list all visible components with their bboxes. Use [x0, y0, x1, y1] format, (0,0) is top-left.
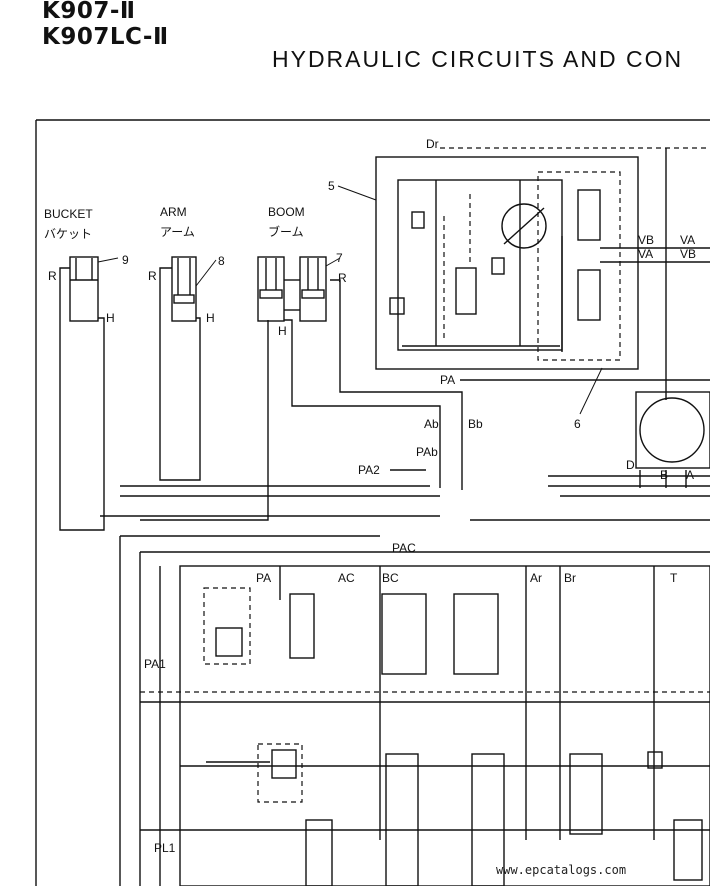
- ar-label: Ar: [530, 571, 542, 585]
- arm-label-jp: アーム: [160, 225, 195, 239]
- arm-cylinder: [171, 256, 217, 322]
- callout-6: 6: [574, 417, 581, 431]
- ab-label: Ab: [424, 417, 439, 431]
- bucket-cylinder: [69, 256, 119, 322]
- pab-label: PAb: [416, 445, 438, 459]
- boom-label-jp: ブーム: [268, 224, 304, 239]
- va-port-label-2: VA: [680, 233, 695, 247]
- drain-port-label: Dr: [426, 137, 439, 151]
- pac-label: PAC: [392, 541, 416, 555]
- cylinder-lines: [59, 267, 710, 537]
- port-d-label: D: [626, 458, 635, 472]
- swing-motor: [635, 391, 710, 488]
- port-b-label: B: [660, 468, 668, 482]
- callout-8: 8: [218, 254, 225, 268]
- pa2-label: PA2: [358, 463, 380, 477]
- pa-pump-label: PA: [440, 373, 455, 387]
- arm-label: ARM: [160, 205, 187, 219]
- pl1-label: PL1: [154, 841, 176, 855]
- vb-port-label: VB: [638, 233, 654, 247]
- callout-5-leader: [337, 185, 377, 201]
- bucket-r-port: R: [48, 269, 57, 283]
- bucket-label-jp: バケット: [44, 227, 92, 241]
- callout-6-leader: [579, 367, 603, 415]
- pa-valve-label: PA: [256, 571, 271, 585]
- callout-5: 5: [328, 179, 335, 193]
- callout-7: 7: [336, 251, 343, 265]
- boom-r-port: R: [338, 271, 347, 285]
- pump-assembly-box: [375, 147, 710, 400]
- arm-r-port: R: [148, 269, 157, 283]
- page-title: HYDRAULIC CIRCUITS AND CON: [272, 46, 684, 72]
- boom-h-port: H: [278, 324, 287, 338]
- callout-9: 9: [122, 253, 129, 267]
- va-port-label: VA: [638, 247, 653, 261]
- control-valve-block: [119, 536, 710, 886]
- boom-cylinder-pair: [257, 256, 341, 322]
- ac-label: AC: [338, 571, 355, 585]
- model-number-secondary: K907LC-Ⅱ: [42, 24, 169, 50]
- arm-h-port: H: [206, 311, 215, 325]
- model-number-primary: K907-Ⅱ: [42, 0, 136, 24]
- bucket-label: BUCKET: [44, 207, 93, 221]
- port-a-label: A: [686, 468, 694, 482]
- boom-label: BOOM: [268, 205, 305, 219]
- watermark: www.epcatalogs.com: [496, 863, 626, 877]
- br-label: Br: [564, 571, 576, 585]
- bb-label: Bb: [468, 417, 483, 431]
- bucket-h-port: H: [106, 311, 115, 325]
- vb-port-label-2: VB: [680, 247, 696, 261]
- bc-label: BC: [382, 571, 399, 585]
- diagram-frame: [35, 119, 710, 886]
- pa1-label: PA1: [144, 657, 166, 671]
- t-label: T: [670, 571, 678, 585]
